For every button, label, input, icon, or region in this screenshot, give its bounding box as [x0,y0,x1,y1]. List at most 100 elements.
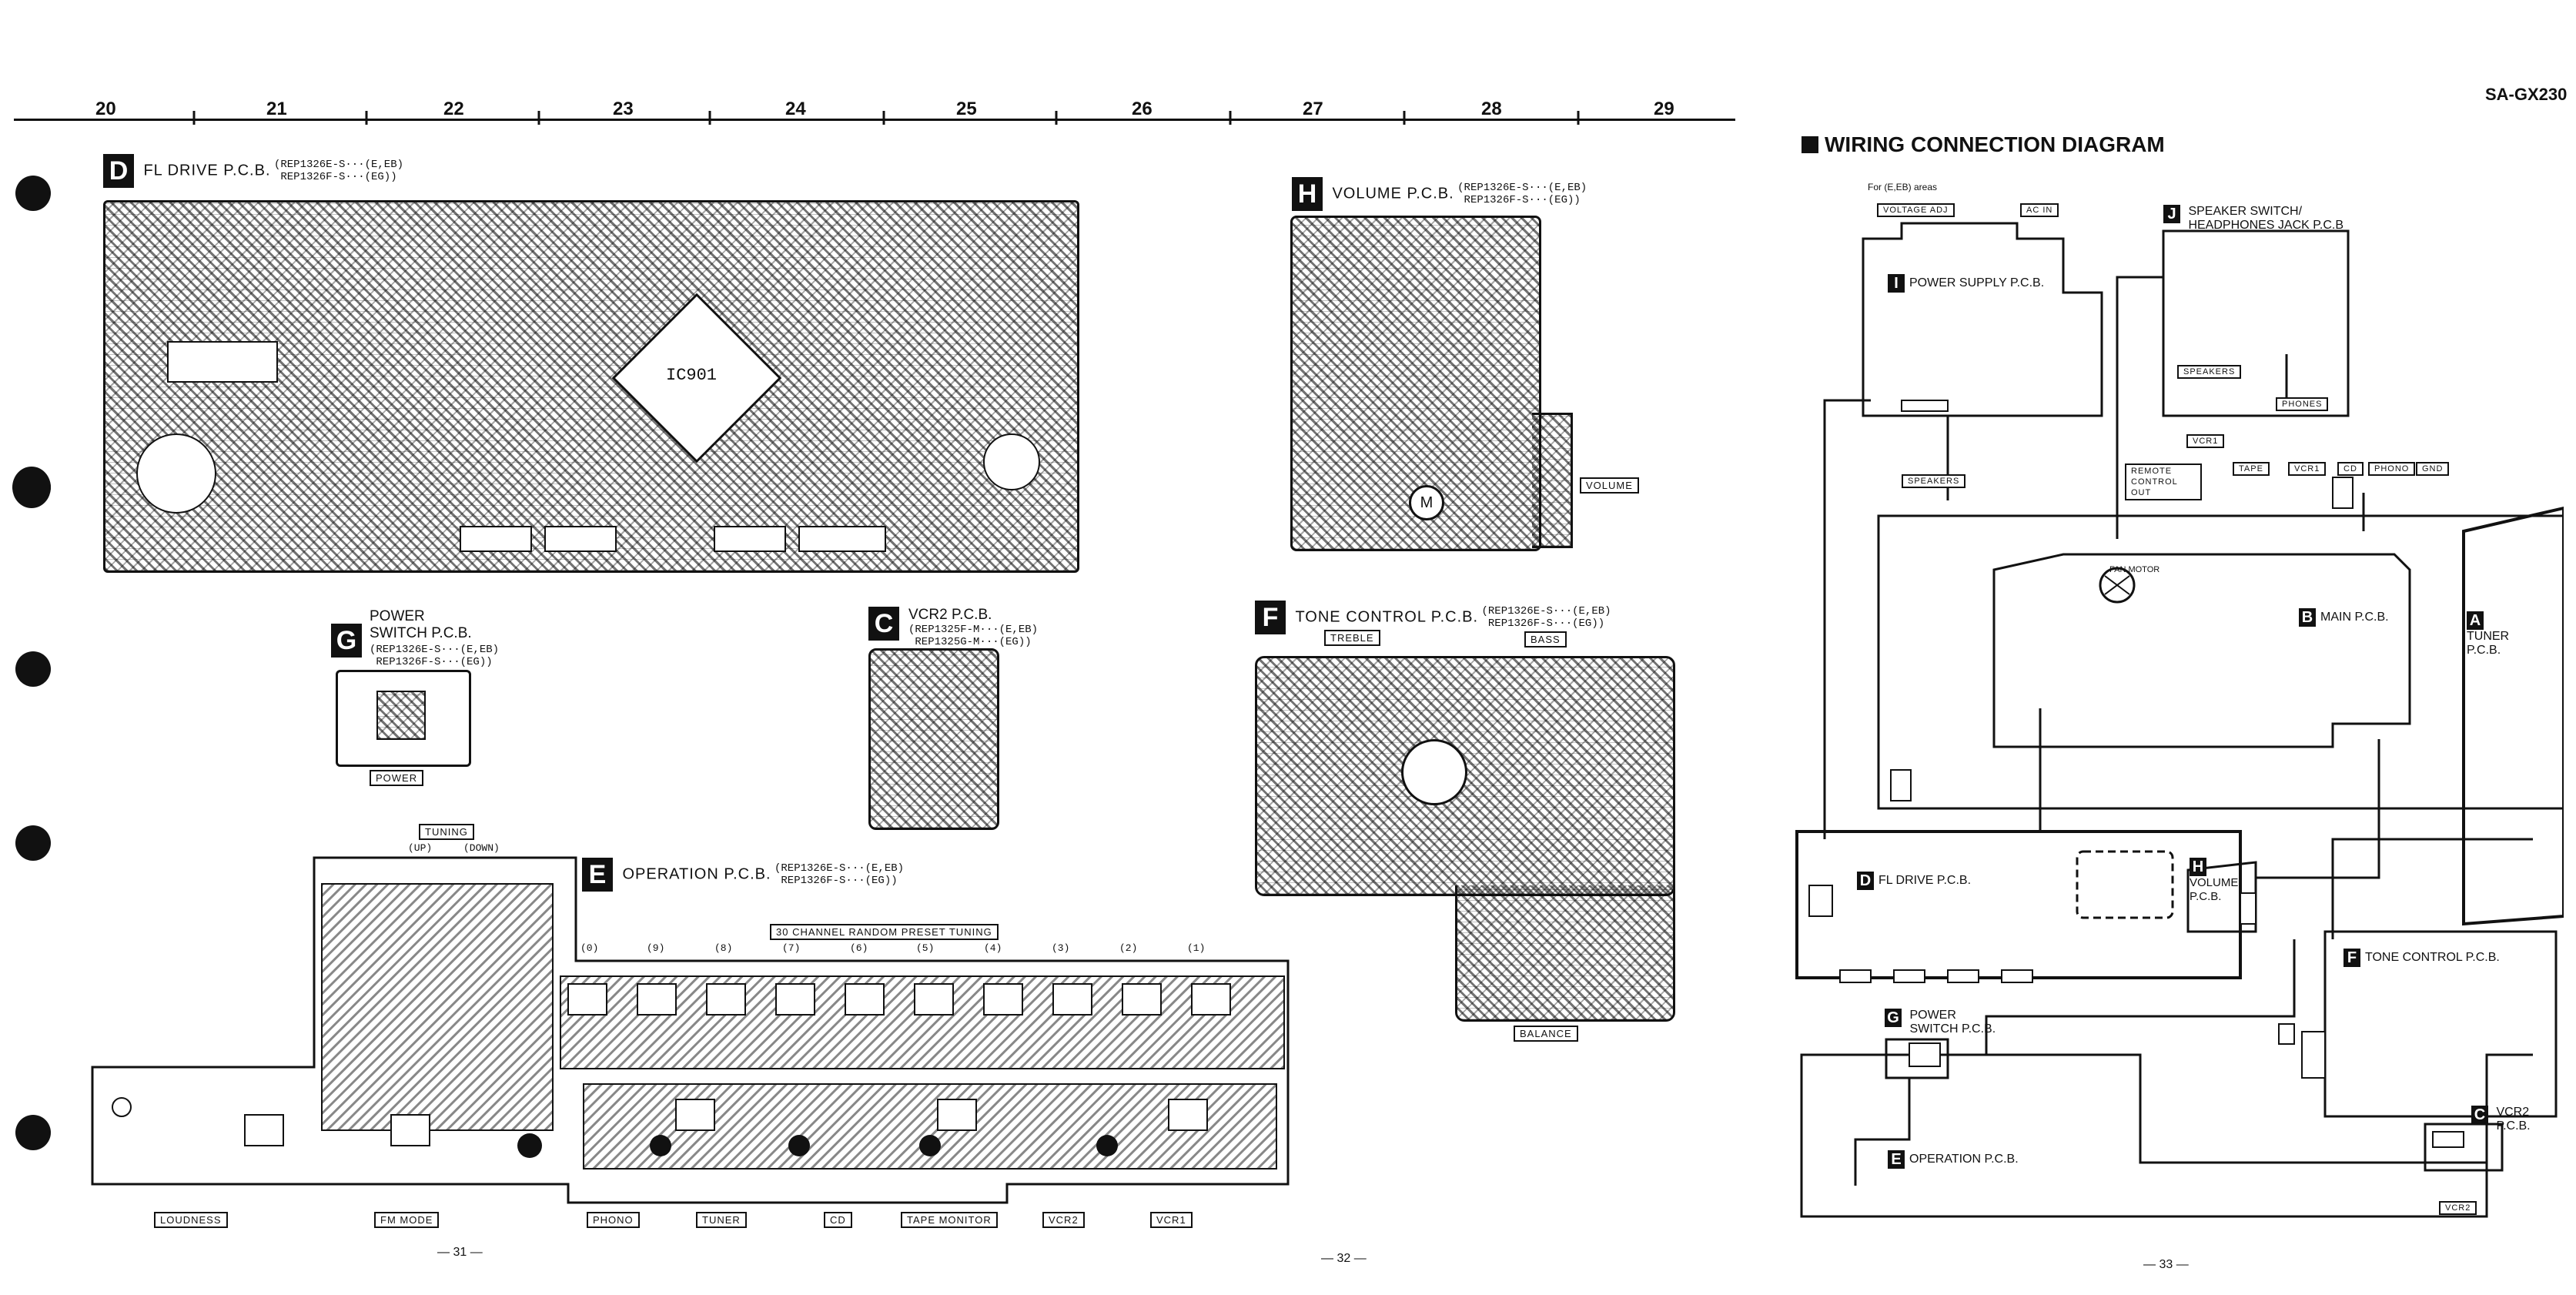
section-letter: C [868,607,899,641]
part-number: REP1326E-S···(E,EB) [1464,182,1587,194]
grid-number: 26 [1132,99,1153,119]
section-g-heading: G POWER SWITCH P.C.B. (REP1326E-S···(E,E… [331,608,499,668]
section-h-heading: H VOLUME P.C.B. (REP1326E-S···(E,EB) REP… [1292,177,1587,211]
section-letter: J [2163,205,2180,223]
model-number: SA-GX230 [2485,85,2568,104]
ic901-label: IC901 [666,366,718,385]
section-title: VCR2 P.C.B. [908,607,992,623]
preset-number: (5) [916,942,935,954]
part-number: REP1326E-S···(E,EB) [376,644,500,656]
power-supply-outline [1862,222,2103,417]
section-title: SWITCH P.C.B. [1909,1022,1996,1036]
section-title: TONE CONTROL P.C.B. [2365,951,2500,964]
section-letter: G [1885,1009,1902,1027]
preset-number: (9) [647,942,665,954]
jack-label: GND [2416,462,2450,476]
section-title: OPERATION P.C.B. [1909,1153,2019,1166]
part-number: REP1326F-S···(EG) [1487,617,1598,630]
section-title: POWER [370,608,425,624]
page-number: — 32 — [1321,1252,1367,1265]
section-letter: E [1888,1150,1905,1169]
preset-label: 30 CHANNEL RANDOM PRESET TUNING [770,924,999,940]
areas-note: For (E,EB) areas [1868,182,1938,192]
wiring-a-label: A TUNER P.C.B. [2467,611,2509,658]
preset-number: (4) [984,942,1002,954]
preset-numbers: (0) (9) (8) (7) (6) (5) (4) (3) (2) (1) [576,942,1207,958]
preset-number: (6) [850,942,868,954]
connector-block [544,526,617,552]
jack-label: CD [2337,462,2364,476]
connector-block [460,526,532,552]
section-title: OPERATION P.C.B. [622,865,771,883]
grid-number: 20 [95,99,116,119]
phono-label: PHONO [587,1212,640,1228]
section-d-heading: D FL DRIVE P.C.B. (REP1326E-S···(E,EB) R… [103,154,403,188]
grid-number: 25 [956,99,977,119]
cd-label: CD [824,1212,852,1228]
jack-label: REMOTE CONTROL OUT [2125,463,2202,500]
section-title: VOLUME [2190,876,2239,889]
motor-icon: M [1409,485,1444,520]
operation-board [91,856,1290,1204]
section-c-heading: C VCR2 P.C.B. (REP1325F-M···(E,EB) REP13… [868,607,1038,648]
part-number: REP1326F-S···(EG) [781,875,892,887]
punch-hole [15,825,51,861]
section-letter: D [1857,872,1874,890]
grid-number: 28 [1481,99,1502,119]
section-title: FL DRIVE P.C.B. [143,162,271,179]
part-number: REP1326F-S···(EG) [1464,194,1574,206]
fan-motor-label: FAN MOTOR [2109,565,2160,574]
wiring-j-label: J SPEAKER SWITCH/HEADPHONES JACK P.C.B [2163,205,2343,233]
section-letter: B [2299,608,2316,627]
part-number: REP1326F-S···(EG) [280,171,391,183]
grid-ticks [192,111,1580,125]
tone-control-board-lower [1455,885,1675,1022]
preset-number: (1) [1187,942,1206,954]
vcr2-label: VCR2 [1042,1212,1085,1228]
tuning-label: TUNING [419,824,474,840]
part-numbers: (REP1326E-S···(E,EB) REP1326F-S···(EG)) [370,644,500,668]
punch-hole [15,1115,51,1150]
mount-hole [983,433,1040,490]
grid-numbers: 20 21 22 23 24 25 26 27 28 29 [0,99,1732,122]
grid-number: 27 [1303,99,1323,119]
vcr2-board [868,648,999,830]
part-number: REP1325F-M···(E,EB) [915,624,1039,636]
page-number: — 31 — [437,1246,483,1259]
wiring-d-label: D FL DRIVE P.C.B. [1857,872,1971,890]
preset-number: (0) [580,942,599,954]
section-letter: F [2343,949,2360,967]
section-title: SWITCH P.C.B. [370,625,472,641]
part-numbers: (REP1326E-S···(E,EB) REP1326F-S···(EG)) [774,862,905,887]
section-title: POWER SUPPLY P.C.B. [1909,276,2045,289]
part-numbers: (REP1326E-S···(E,EB) REP1326F-S···(EG)) [1481,605,1611,630]
wiring-f-label: F TONE CONTROL P.C.B. [2343,949,2500,967]
connector-block [798,526,886,552]
grid-number: 29 [1654,99,1674,119]
power-switch-board [336,670,471,767]
part-number: REP1326E-S···(E,EB) [1487,605,1611,617]
section-e-heading: E OPERATION P.C.B. (REP1326E-S···(E,EB) … [582,858,904,892]
section-title: VOLUME P.C.B. [1332,185,1454,202]
header-rule [14,119,1735,121]
section-f-heading: F TONE CONTROL P.C.B. (REP1326E-S···(E,E… [1255,601,1611,634]
section-letter: E [582,858,613,892]
operation-bottom-labels: LOUDNESS FM MODE PHONO TUNER CD TAPE MON… [0,1212,1232,1230]
jack-label: VCR1 [2288,462,2327,476]
section-title: P.C.B. [2467,644,2501,657]
voltage-adj-label: VOLTAGE ADJ [1877,203,1955,217]
power-switch [376,691,426,740]
part-number: REP1326E-S···(E,EB) [280,159,404,171]
ac-in-label: AC IN [2020,203,2059,217]
section-letter: H [1292,177,1323,211]
fm-mode-label: FM MODE [374,1212,440,1228]
bass-label: BASS [1524,631,1567,648]
speakers-label: SPEAKERS [2177,365,2242,379]
section-title: FL DRIVE P.C.B. [1878,874,1972,887]
vcr1-label: VCR1 [1150,1212,1193,1228]
heading-square-icon [1802,136,1818,153]
